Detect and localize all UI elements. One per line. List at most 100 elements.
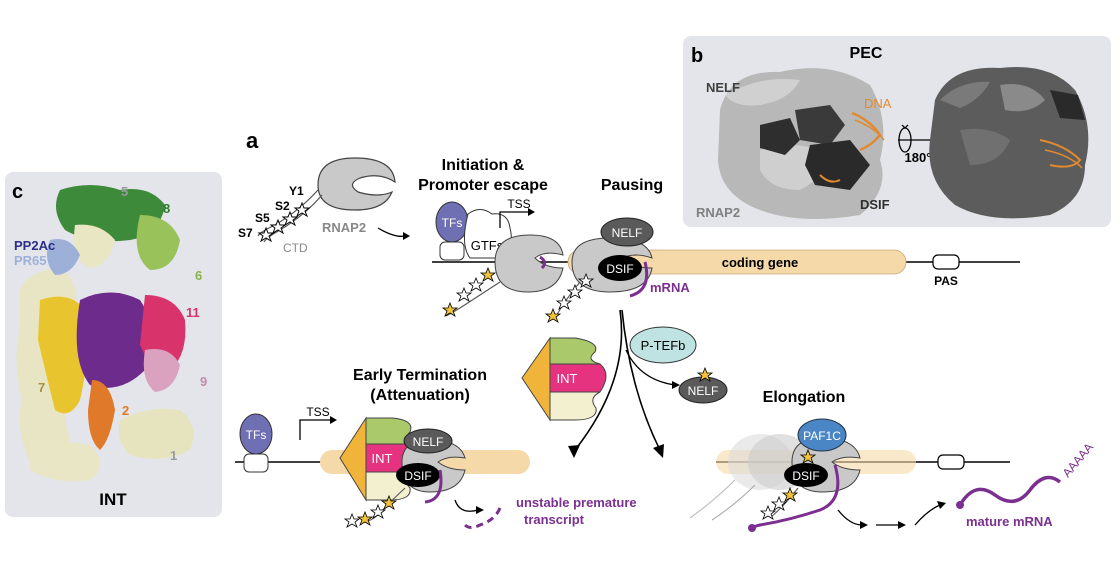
ctd-site-y1: Y1 — [289, 184, 304, 198]
stage-pausing: Pausing — [601, 177, 663, 194]
dsif-elongation-label: DSIF — [792, 469, 819, 483]
recruit-arrow-head — [403, 232, 410, 240]
int-subunit-1: 1 — [170, 448, 177, 463]
int-bound-label: INT — [372, 451, 393, 466]
arrow-nelf-release — [625, 349, 676, 386]
mrna-label: mRNA — [650, 280, 690, 295]
mature-mrna-label: mature mRNA — [966, 514, 1053, 529]
dsif-elongation — [784, 463, 828, 487]
int-subunit-7: 7 — [38, 380, 45, 395]
pec-structure-front — [718, 68, 885, 219]
ctd-stars — [257, 201, 311, 243]
ptefb — [629, 326, 697, 364]
unstable-transcript-line2: transcript — [524, 512, 585, 527]
paf1c-phospho-star — [799, 448, 817, 464]
int-subunit-6: 6 — [195, 268, 202, 283]
mrna-elongation-cap — [748, 524, 756, 532]
ctd-tail-initiation — [445, 281, 501, 317]
arrow-elong-2-head — [898, 521, 906, 529]
ctd-site-s7: S7 — [238, 226, 253, 240]
tfs-top-label: TFs — [442, 216, 463, 230]
ctd-site-s2: S2 — [275, 199, 290, 213]
int-pp2ac-label: PP2Ac — [14, 238, 55, 253]
pec-dna-label: DNA — [864, 96, 892, 111]
ctd-label: CTD — [283, 241, 308, 255]
ctd-stars-initiation — [441, 266, 497, 317]
int-pr65-label: PR65 — [14, 253, 47, 268]
recruit-arrow — [377, 227, 406, 237]
int-subunit-2: 2 — [122, 403, 129, 418]
mature-mrna-cap — [956, 501, 964, 509]
dsif-pausing — [598, 255, 642, 281]
arrow-to-unstable-head — [476, 506, 484, 514]
tss-arrow-termination — [299, 419, 332, 440]
pec-nelf-label: NELF — [706, 80, 740, 95]
pec-structure-back — [929, 66, 1089, 219]
rnap2-label: RNAP2 — [322, 220, 366, 235]
released-phospho-star — [696, 366, 714, 382]
mature-mrna-icon — [958, 475, 1062, 506]
dsif-termination-label: DSIF — [404, 469, 431, 483]
tss-arrow-termination-head — [330, 416, 337, 424]
stage-initiation-line2: Promoter escape — [418, 177, 548, 194]
arrow-to-unstable — [454, 499, 479, 512]
int-subunit-4: 4 — [114, 290, 122, 305]
arrow-elong-3-head — [937, 501, 946, 509]
arrow-elong-3 — [914, 504, 941, 526]
ptefb-label: P-TEFb — [641, 338, 686, 353]
arrow-elong-1 — [837, 509, 863, 526]
stage-early-termination-line1: Early Termination — [353, 367, 487, 384]
pas-box — [932, 254, 960, 270]
int-structure — [16, 185, 194, 482]
tss-arrow-top-head — [528, 208, 535, 216]
ctd-tail-elongation — [769, 487, 799, 519]
nelf-termination — [403, 428, 453, 454]
arrow-to-elongation-head — [653, 444, 664, 458]
tss-label-termination: TSS — [306, 405, 329, 419]
unstable-transcript-line1: unstable premature — [516, 495, 637, 510]
unstable-transcript-icon — [463, 507, 502, 529]
pec-dsif-label: DSIF — [860, 197, 890, 212]
arrow-elong-1-head — [860, 521, 868, 529]
ghost-ctd-1 — [689, 479, 736, 519]
mrna-pausing — [629, 261, 649, 298]
pas-box-elongation — [937, 454, 965, 470]
ctd-stars-pausing — [544, 272, 595, 323]
stage-elongation: Elongation — [763, 389, 846, 406]
polya-tail: AAAAA — [1060, 440, 1096, 480]
int-subunit-8: 8 — [163, 201, 170, 216]
nelf-pausing-label: NELF — [612, 226, 643, 240]
tss-label-top: TSS — [507, 197, 530, 211]
rnap2-initiation — [494, 234, 564, 293]
panel-a-letter: a — [246, 128, 259, 153]
arrow-to-termination — [574, 309, 623, 451]
nelf-pausing — [600, 217, 654, 247]
int-subunit-11: 11 — [186, 305, 200, 320]
pas-label: PAS — [934, 274, 958, 288]
stage-early-termination-line2: (Attenuation) — [370, 387, 470, 404]
dsif-pausing-label: DSIF — [606, 262, 633, 276]
tfs-termination-base — [243, 453, 269, 473]
nelf-termination-label: NELF — [413, 435, 444, 449]
tss-arrow-top — [499, 211, 530, 228]
panel-c-letter: c — [12, 181, 23, 203]
panel-b-title: PEC — [850, 45, 883, 62]
arrow-nelf-release-head — [672, 381, 680, 389]
coding-gene-label: coding gene — [722, 255, 799, 270]
paf1c-label: PAF1C — [803, 429, 841, 443]
panel-c-title: INT — [99, 490, 127, 509]
rotation-label: 180° — [905, 150, 932, 165]
rotation-icon — [898, 124, 936, 153]
tfs-top-base — [439, 241, 465, 261]
int-subunit-5: 5 — [121, 184, 128, 199]
ctd-stars-elongation — [759, 486, 799, 520]
pec-rnap2-label: RNAP2 — [696, 205, 740, 220]
nelf-released-label: NELF — [688, 384, 719, 398]
arrow-to-elongation — [621, 309, 661, 451]
arrow-to-termination-head — [568, 445, 580, 458]
ghost-ctd-2 — [711, 484, 756, 521]
tfs-termination-label: TFs — [246, 428, 267, 442]
rna-termination — [424, 469, 443, 504]
